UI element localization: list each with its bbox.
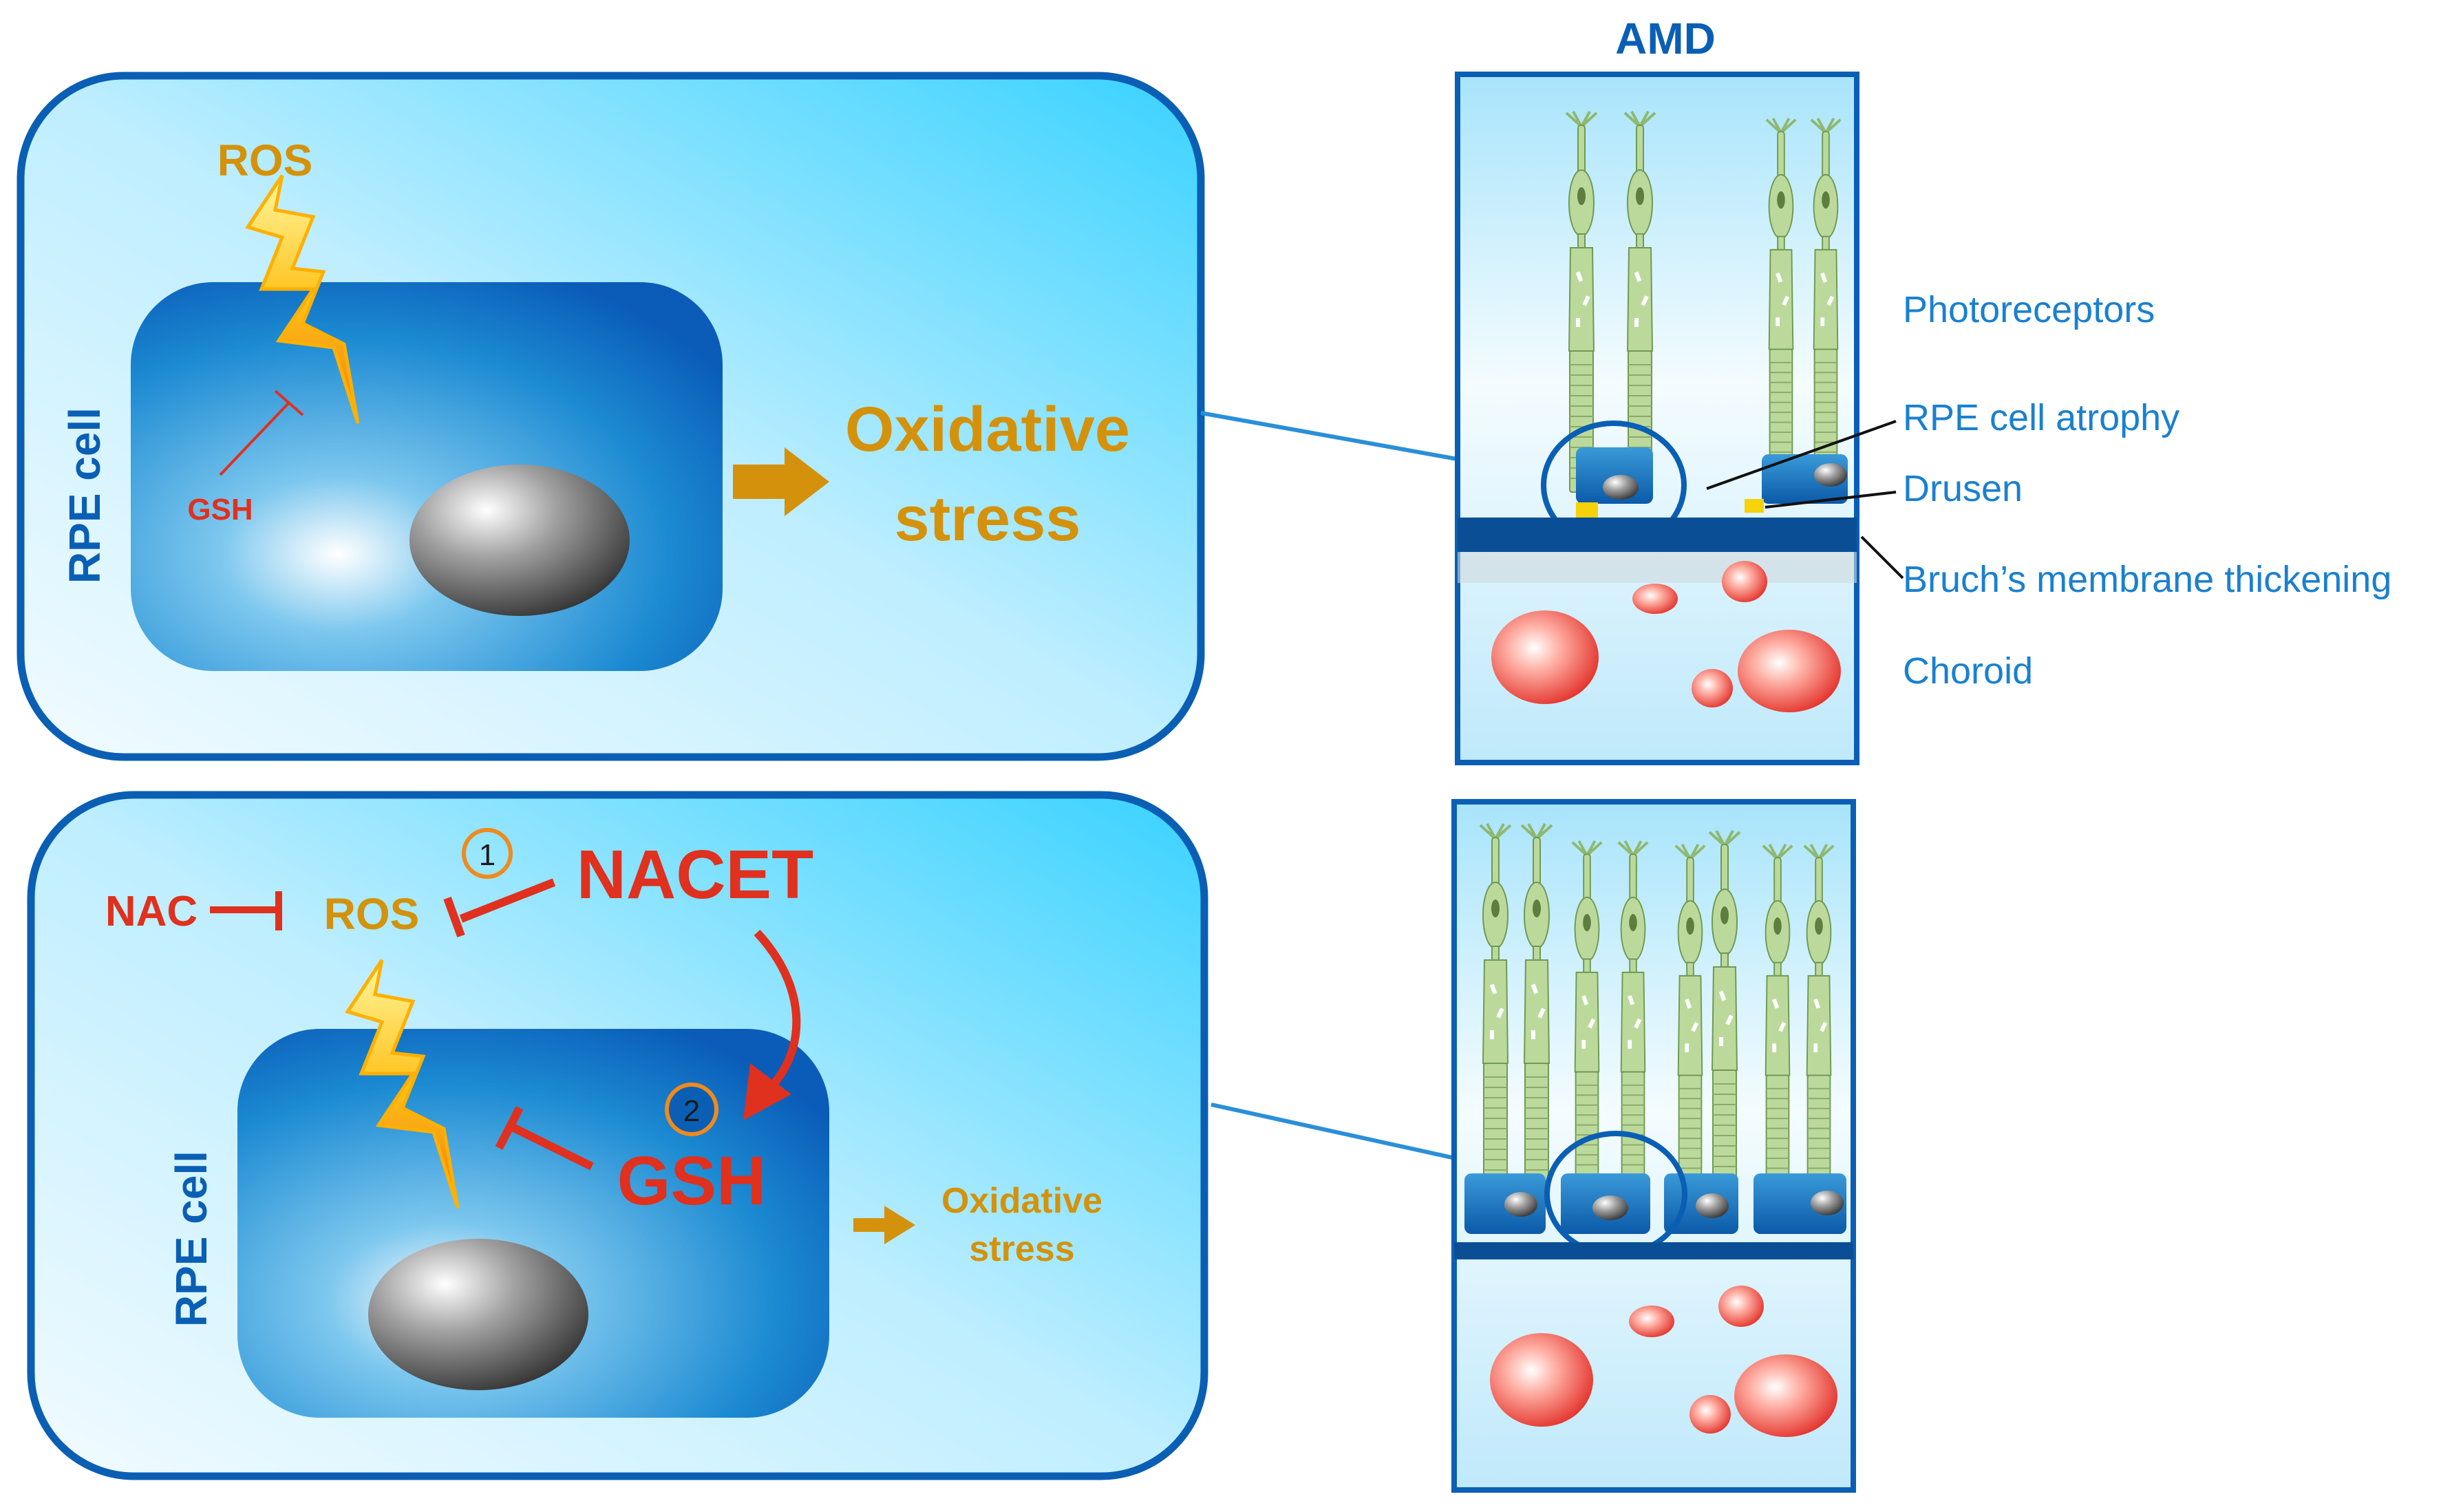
step1-circle [462,828,513,879]
drusen-pointer [1765,491,1897,509]
top-bruch-membrane [1458,518,1857,552]
nacet-to-gsh-arrowhead [743,1063,791,1120]
top-lightning-bolt-icon [245,174,360,424]
bruch-pointer [1860,535,1904,579]
bottom-bruch-membrane [1454,1242,1853,1259]
nacet-label: NACET [577,836,813,913]
bottom-rpe-cell-label: RPE cell [167,1151,216,1327]
top-rpe-cell [131,282,723,671]
top-gsh-inhibition-line [219,390,304,476]
top-ros-label: ROS [217,136,313,185]
top-bruch-shadow [1458,552,1857,583]
top-outcome-arrow [733,447,829,516]
photoreceptors-label: Photoreceptors [1903,289,2155,330]
bottom-rpe-nucleus-3 [1696,1193,1729,1218]
gsh-inhibition-arrow [495,1106,594,1171]
top-retina: AMD Photoreceptors RPE cell atrophy Drus… [1455,14,2391,765]
bottom-nac-label: NAC [105,888,198,935]
bottom-ros-label: ROS [324,889,420,939]
top-drusen-2 [1745,499,1764,513]
drusen-label: Drusen [1903,468,2023,509]
top-choroid-vessel-5 [1738,630,1841,712]
bottom-panel: NAC ROS 1 NACET 2 GSH RPE cell Oxidative… [27,791,1208,1480]
top-gsh-label: GSH [187,493,253,526]
bottom-outcome-line2: stress [969,1229,1074,1269]
nacet-to-gsh-arrow [754,929,801,1091]
top-nucleus [409,465,630,616]
rpe-atrophy-label: RPE cell atrophy [1903,397,2179,438]
bottom-nucleus [368,1239,588,1390]
bottom-choroid-vessel-4 [1689,1395,1731,1434]
bottom-rpe-nucleus-1 [1504,1192,1537,1217]
top-rpe-cell-label: RPE cell [60,407,109,584]
top-panel: ROS GSH RPE cell Oxidative stress [17,72,1205,761]
bottom-outcome-line1: Oxidative [941,1181,1102,1221]
top-outcome-line1: Oxidative [845,394,1130,465]
bottom-outcome-arrow [853,1206,915,1244]
amd-title: AMD [1615,14,1716,63]
step2-circle [665,1083,718,1136]
bottom-retina [1451,799,1856,1493]
bottom-choroid-vessel-3 [1718,1286,1764,1327]
bottom-rpe-nucleus-2 [1592,1195,1628,1220]
bottom-gsh-label: GSH [617,1142,767,1220]
bottom-choroid-vessel-2 [1629,1306,1674,1337]
choroid-label: Choroid [1903,650,2033,692]
bruch-label: Bruch’s membrane thickening [1903,559,2391,600]
step2-label: 2 [683,1094,700,1128]
rpe-atrophy-pointer [1706,420,1897,490]
bottom-choroid-vessel-1 [1490,1333,1593,1427]
top-choroid-vessel-4 [1692,669,1733,707]
top-choroid-vessel-1 [1491,610,1599,704]
top-choroid-vessel-3 [1722,561,1767,602]
top-rpe-nucleus-2 [1814,463,1847,487]
step1-label: 1 [479,838,495,872]
bottom-rpe-cell-4 [1753,1173,1846,1234]
nacet-ros-inhibition-arrow [443,878,556,938]
nac-inhibition-arrow [210,891,282,930]
bottom-rpe-nucleus-4 [1811,1191,1844,1215]
top-rpe-nucleus-1 [1603,475,1639,500]
top-outcome-line2: stress [894,484,1080,554]
top-choroid-vessel-2 [1632,584,1678,614]
top-drusen-1 [1576,502,1598,518]
bottom-choroid-vessel-5 [1734,1354,1837,1437]
bottom-lightning-bolt-icon [345,959,460,1208]
